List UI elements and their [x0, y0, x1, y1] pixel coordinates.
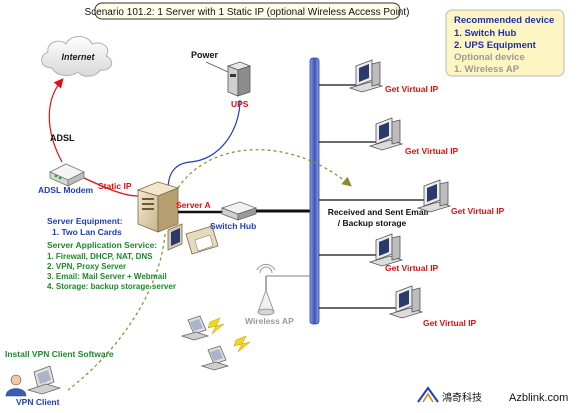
server-service-item: 3. Email: Mail Server + Webmail — [47, 272, 167, 281]
wireless-laptop-icon — [200, 345, 230, 371]
received-sent-label-line2: / Backup storage — [338, 218, 407, 228]
wireless-laptop-icon — [180, 315, 210, 341]
install-vpn-label: Install VPN Client Software — [5, 349, 114, 359]
recommended-item-ups: 2. UPS Equipment — [454, 40, 537, 51]
adsl-modem-icon — [49, 163, 85, 187]
email-flow-dashed-line — [177, 149, 352, 189]
client-ip-label: Get Virtual IP — [423, 318, 477, 328]
client-ip-label: Get Virtual IP — [385, 263, 439, 273]
adsl-modem-label: ADSL Modem — [38, 185, 94, 195]
server-service-item: 2. VPN, Proxy Server — [47, 262, 126, 271]
lightning-bolt-icon — [207, 317, 225, 335]
server-a-label: Server A — [176, 200, 211, 210]
wireless-ap-icon — [256, 263, 310, 316]
server-service-item: 4. Storage: backup storage server — [47, 282, 176, 291]
client-ip-label: Get Virtual IP — [451, 206, 505, 216]
server-monitor-icon — [167, 223, 219, 255]
ups-icon — [226, 61, 252, 97]
watermark-site: Azblink.com — [509, 392, 568, 404]
wireless-ap-label: Wireless AP — [245, 316, 294, 326]
static-ip-label: Static IP — [98, 181, 132, 191]
lightning-bolt-icon — [233, 335, 251, 353]
client-computer-icon — [319, 285, 424, 319]
internet-cloud-icon: Internet — [41, 36, 113, 77]
adsl-label: ADSL — [50, 133, 75, 143]
switch-hub-label: Switch Hub — [210, 221, 256, 231]
recommended-heading: Recommended device — [454, 15, 554, 26]
client-computer-icon — [319, 59, 384, 93]
server-equipment-item: 1. Two Lan Cards — [52, 227, 122, 237]
switch-hub-icon — [220, 201, 258, 221]
client-computer-icon — [319, 179, 452, 213]
ups-power-line — [167, 99, 241, 191]
adsl-link-line — [48, 78, 64, 163]
internet-label: Internet — [61, 52, 95, 62]
client-computer-icon — [319, 233, 404, 267]
static-ip-link-line — [83, 177, 139, 197]
network-backbone — [309, 57, 320, 325]
received-sent-label-line1: Received and Sent Email — [328, 207, 429, 217]
vpn-client-label: VPN Client — [16, 397, 60, 407]
server-equipment-heading: Server Equipment: — [47, 216, 123, 226]
power-label: Power — [191, 50, 219, 60]
recommended-item-switch-hub: 1. Switch Hub — [454, 28, 516, 39]
vpn-flow-dashed-line — [67, 233, 166, 391]
title-box: Scenario 101.2: 1 Server with 1 Static I… — [85, 2, 410, 20]
optional-item-wireless-ap: 1. Wireless AP — [454, 64, 520, 75]
client-ip-label: Get Virtual IP — [385, 84, 439, 94]
diagram-title: Scenario 101.2: 1 Server with 1 Static I… — [85, 7, 410, 18]
client-ip-label: Get Virtual IP — [405, 146, 459, 156]
vpn-client-laptop-icon — [26, 365, 62, 395]
server-a-icon — [136, 181, 180, 233]
server-services-heading: Server Application Service: — [47, 240, 157, 250]
server-service-item: 1. Firewall, DHCP, NAT, DNS — [47, 252, 153, 261]
client-computer-icon — [319, 117, 404, 151]
vpn-client-user-icon — [5, 374, 27, 397]
watermark-cn: 鴻奇科技 — [442, 391, 482, 404]
recommended-device-box: Recommended device 1. Switch Hub 2. UPS … — [445, 9, 565, 77]
azblink-logo: 鴻奇科技 Azblink.com — [417, 386, 568, 404]
optional-heading: Optional device — [454, 52, 525, 63]
power-cord-line — [205, 61, 229, 73]
